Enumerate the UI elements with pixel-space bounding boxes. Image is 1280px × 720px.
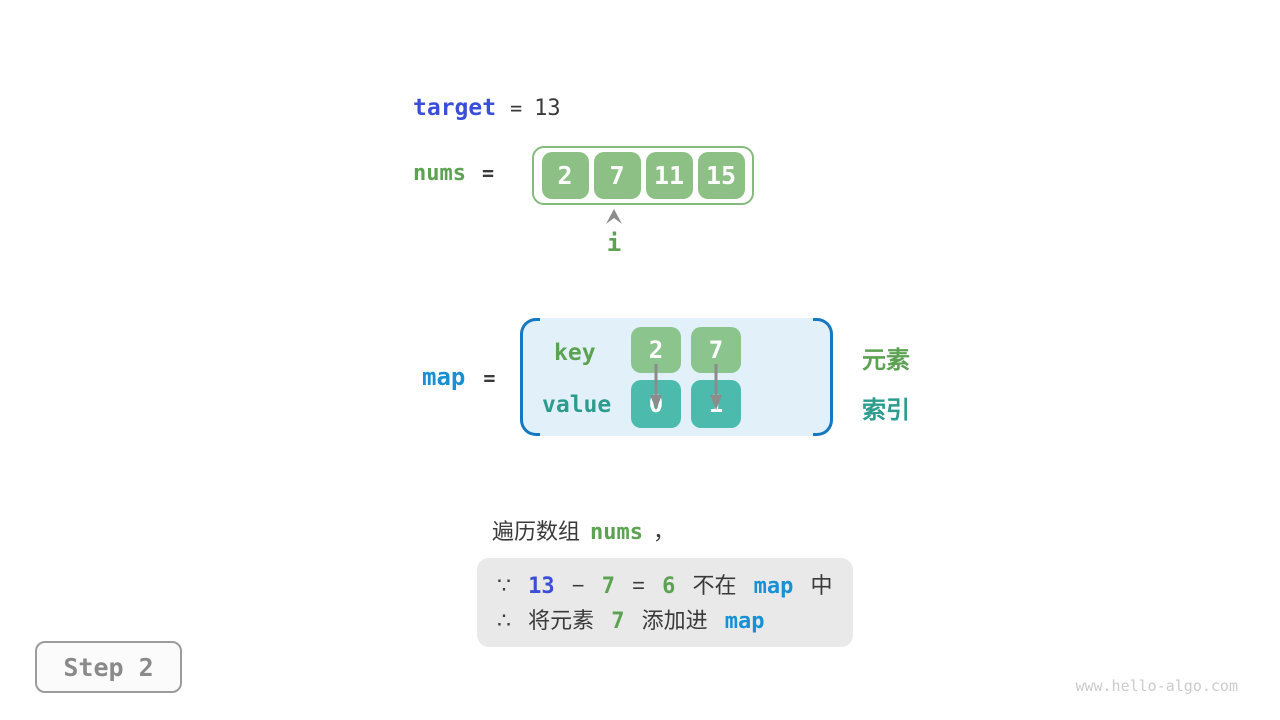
map-row-label: map = xyxy=(422,363,495,391)
map-value-label: value xyxy=(542,392,612,418)
nums-array-cell: 11 xyxy=(645,152,693,199)
equals-sign: = xyxy=(632,573,645,598)
because-line: ∵ 13 − 7 = 6 不在 map 中 xyxy=(497,569,833,604)
map-key-label: key xyxy=(554,340,596,366)
difference-number: 6 xyxy=(662,574,676,599)
sentence-prefix: 遍历数组 xyxy=(492,519,581,544)
explanation-box: ∵ 13 − 7 = 6 不在 map 中 ∴ 将元素 7 添加进 map xyxy=(477,558,853,647)
nums-array-cell: 15 xyxy=(697,152,745,199)
key-to-value-arrow-icon xyxy=(650,364,662,410)
pointer-caret-icon xyxy=(606,209,622,224)
therefore-line: ∴ 将元素 7 添加进 map xyxy=(497,604,833,639)
map-container: key value 2 7 0 1 xyxy=(520,318,833,436)
in-suffix-text: 中 xyxy=(810,573,833,598)
target-value: 13 xyxy=(534,96,561,121)
current-number: 7 xyxy=(601,574,615,599)
sentence-nums-code: nums xyxy=(590,520,643,545)
minus-sign: − xyxy=(571,573,585,598)
nums-array-cell: 7 xyxy=(593,152,641,199)
target-row: target = 13 xyxy=(413,95,561,121)
nums-equals-sign: = xyxy=(481,161,495,185)
therefore-symbol: ∴ xyxy=(497,608,511,633)
nums-array-container: 2 7 11 15 xyxy=(532,146,754,205)
nums-row-label: nums = xyxy=(413,161,494,186)
nums-variable-name: nums xyxy=(413,161,466,186)
target-number: 13 xyxy=(528,574,555,599)
step-badge: Step 2 xyxy=(35,641,182,693)
added-number: 7 xyxy=(611,609,625,634)
map-code-ref: map xyxy=(753,574,794,599)
nums-array-cell: 2 xyxy=(541,152,589,199)
add-element-text: 将元素 xyxy=(528,608,595,633)
map-equals-sign: = xyxy=(483,366,496,390)
map-variable-name: map xyxy=(422,363,466,391)
traverse-sentence: 遍历数组 nums ， xyxy=(492,514,675,546)
add-into-text: 添加进 xyxy=(641,608,708,633)
target-equals-sign: = xyxy=(510,96,523,120)
not-in-text: 不在 xyxy=(692,573,737,598)
sentence-comma: ， xyxy=(653,519,676,544)
map-code-ref: map xyxy=(724,609,765,634)
target-variable-name: target xyxy=(413,95,497,121)
element-side-label: 元素 xyxy=(862,347,910,374)
index-side-label: 索引 xyxy=(862,397,910,424)
pointer-i-label: i xyxy=(606,229,622,257)
because-symbol: ∵ xyxy=(497,573,511,598)
map-left-brace xyxy=(520,318,540,436)
map-right-brace xyxy=(813,318,833,436)
key-to-value-arrow-icon xyxy=(710,364,722,410)
watermark-url: www.hello-algo.com xyxy=(1075,677,1238,695)
